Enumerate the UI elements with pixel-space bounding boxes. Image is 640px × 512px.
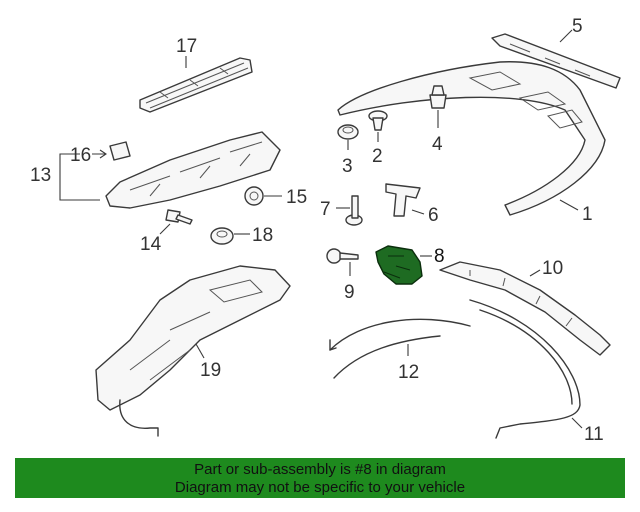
part-11-long-seal[interactable]	[469, 299, 581, 439]
part-7-bolt[interactable]	[345, 195, 363, 226]
callout-2: 2	[372, 146, 383, 167]
callout-11: 11	[584, 424, 604, 445]
part-4-clip[interactable]	[429, 85, 447, 109]
callout-5: 5	[572, 16, 583, 37]
callout-13: 13	[30, 165, 51, 186]
part-3-grommet[interactable]	[337, 124, 359, 140]
callout-16: 16	[70, 145, 91, 166]
callout-12: 12	[398, 362, 419, 383]
part-8-highlighted-bracket[interactable]	[375, 245, 423, 285]
part-13-bracket-assembly[interactable]	[105, 131, 281, 209]
callout-19: 19	[200, 360, 221, 381]
part-16-block[interactable]	[109, 141, 131, 161]
callout-1: 1	[582, 204, 593, 225]
callout-18: 18	[252, 225, 273, 246]
callout-7: 7	[320, 199, 331, 220]
part-1-spoiler-body[interactable]	[337, 61, 606, 216]
leader-13-bracket	[59, 153, 100, 201]
leader-11	[571, 417, 583, 429]
callout-17: 17	[176, 36, 197, 57]
part-18-flange-nut[interactable]	[210, 227, 234, 245]
part-6-clip[interactable]	[385, 183, 421, 217]
part-5-spoiler-blade[interactable]	[491, 33, 621, 89]
exploded-parts-diagram: 17 5 1 4 2 3 13 16	[30, 16, 621, 445]
leader-16	[92, 149, 107, 159]
part-17-brake-light[interactable]	[139, 57, 253, 113]
part-9-screw[interactable]	[326, 248, 359, 264]
leader-6	[411, 209, 425, 215]
part-2-pin[interactable]	[368, 110, 388, 131]
callout-10: 10	[542, 258, 563, 279]
callout-4: 4	[432, 134, 443, 155]
callout-9: 9	[344, 282, 355, 303]
leader-19	[195, 343, 205, 359]
part-12-curved-strip[interactable]	[329, 318, 471, 379]
part-10-seal-strip[interactable]	[439, 261, 611, 356]
part-15-nut[interactable]	[244, 186, 264, 206]
part-19-side-panel[interactable]	[95, 265, 291, 437]
info-banner: Part or sub-assembly is #8 in diagram Di…	[15, 458, 625, 498]
part-14-bolt[interactable]	[165, 209, 193, 225]
callout-3: 3	[342, 156, 353, 177]
callout-8: 8	[434, 246, 445, 267]
info-line-disclaimer: Diagram may not be specific to your vehi…	[174, 479, 466, 496]
leader-14	[159, 223, 171, 235]
leader-10	[529, 269, 541, 277]
callout-14: 14	[140, 234, 162, 255]
leader-5	[559, 29, 573, 43]
callout-6: 6	[428, 205, 439, 226]
info-line-part: Part or sub-assembly is #8 in diagram	[194, 461, 446, 478]
leader-1	[559, 199, 579, 211]
callout-15: 15	[286, 187, 307, 208]
